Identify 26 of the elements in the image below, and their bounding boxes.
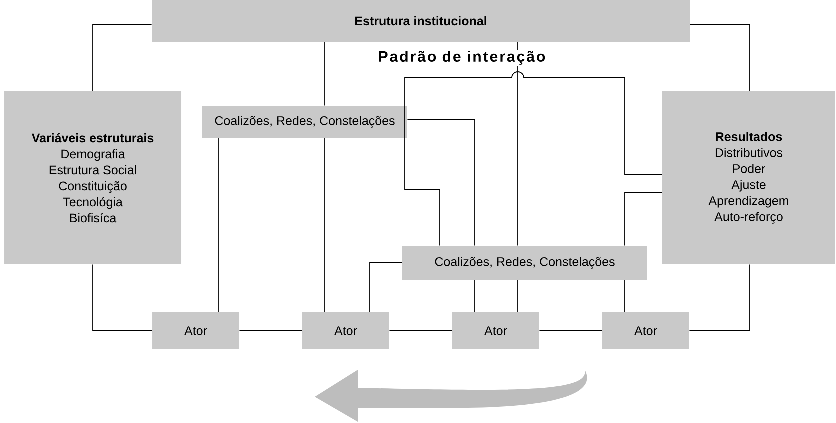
connector-line <box>92 24 152 92</box>
connector-line <box>92 264 153 332</box>
connector-line <box>389 330 453 332</box>
connector-line <box>624 192 663 246</box>
connector-line <box>239 330 303 332</box>
actor-box: Ator <box>302 312 390 350</box>
actor-box: Ator <box>452 312 540 350</box>
section-label: Padrão de interação <box>377 50 547 66</box>
heading-box: Estrutura institucional <box>152 0 690 42</box>
connector-line <box>324 42 326 106</box>
connector-line <box>218 138 220 313</box>
connector-line <box>404 72 663 246</box>
connector-line <box>324 138 326 313</box>
actor-box: Ator <box>602 312 690 350</box>
group-box: Coalizões, Redes, Constelações <box>402 246 648 280</box>
connector-line <box>689 264 750 332</box>
connector-line <box>370 262 403 313</box>
list-box: Resultados Distributivos Poder Ajuste Aprendizagem Auto-reforço <box>662 92 836 264</box>
connector-line <box>539 330 603 332</box>
connector-line <box>407 120 476 246</box>
connector-line <box>474 280 476 313</box>
connector-line <box>690 24 750 92</box>
list-box: Variáveis estruturais Demografia Estrutura Social Constituição Tecnológia Biofisíca <box>4 92 182 264</box>
group-box: Coalizões, Redes, Constelações <box>202 106 408 138</box>
actor-box: Ator <box>152 312 240 350</box>
connector-line <box>624 280 626 313</box>
